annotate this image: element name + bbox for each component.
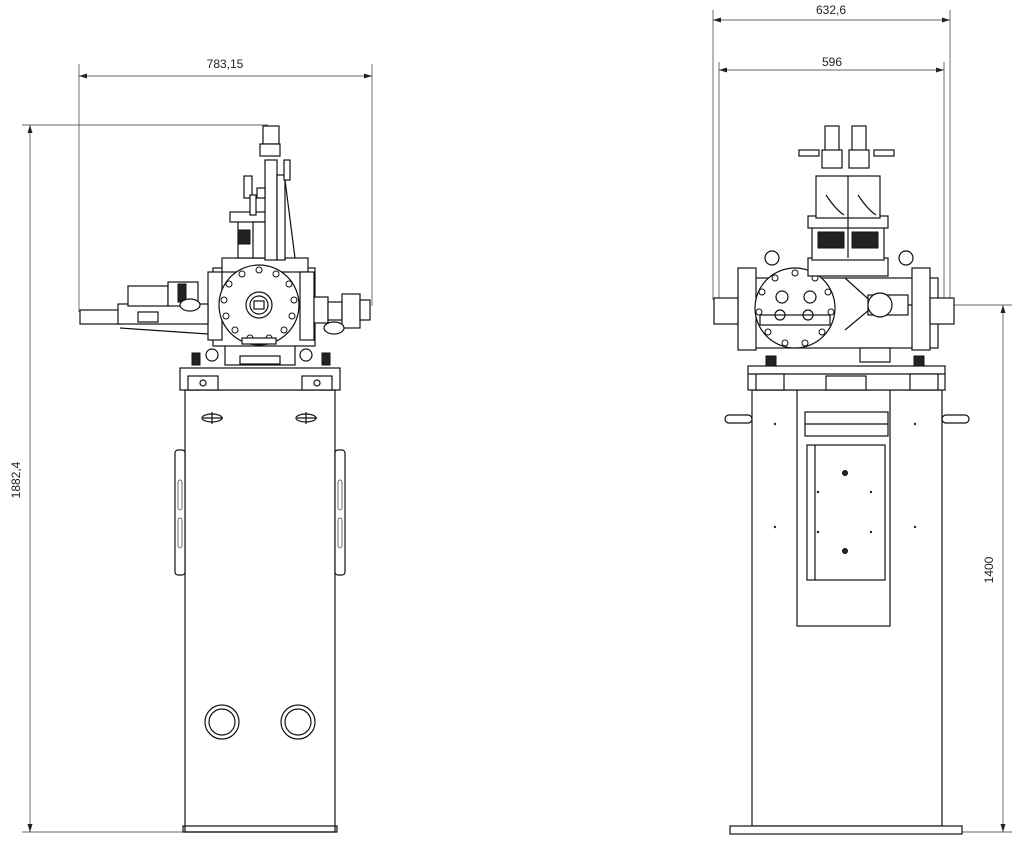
flange-bolts [220,266,298,342]
inner-width-dimension: 596 [718,55,945,300]
side-view: 783,15 1882,4 [9,57,373,833]
cabinet-side [174,348,346,833]
dimension-label-1400: 1400 [982,556,996,583]
overall-width-dimension: 632,6 [712,3,951,300]
height-dimension-side: 1882,4 [9,124,268,833]
manipulator-arm-left [79,281,209,335]
width-dimension-side: 783,15 [78,57,373,312]
column-side [229,125,296,261]
dimension-label-596: 596 [822,55,842,69]
top-assembly-front [798,125,895,277]
cabinet-front [724,355,970,835]
port-right-side [313,293,371,335]
dimension-label-632: 632,6 [816,3,846,17]
chamber-side [207,257,316,366]
dimension-label-783: 783,15 [207,57,244,71]
front-view: 632,6 596 1400 [712,3,1012,835]
dimension-label-1882: 1882,4 [9,461,23,498]
height-dimension-front: 1400 [950,304,1012,833]
